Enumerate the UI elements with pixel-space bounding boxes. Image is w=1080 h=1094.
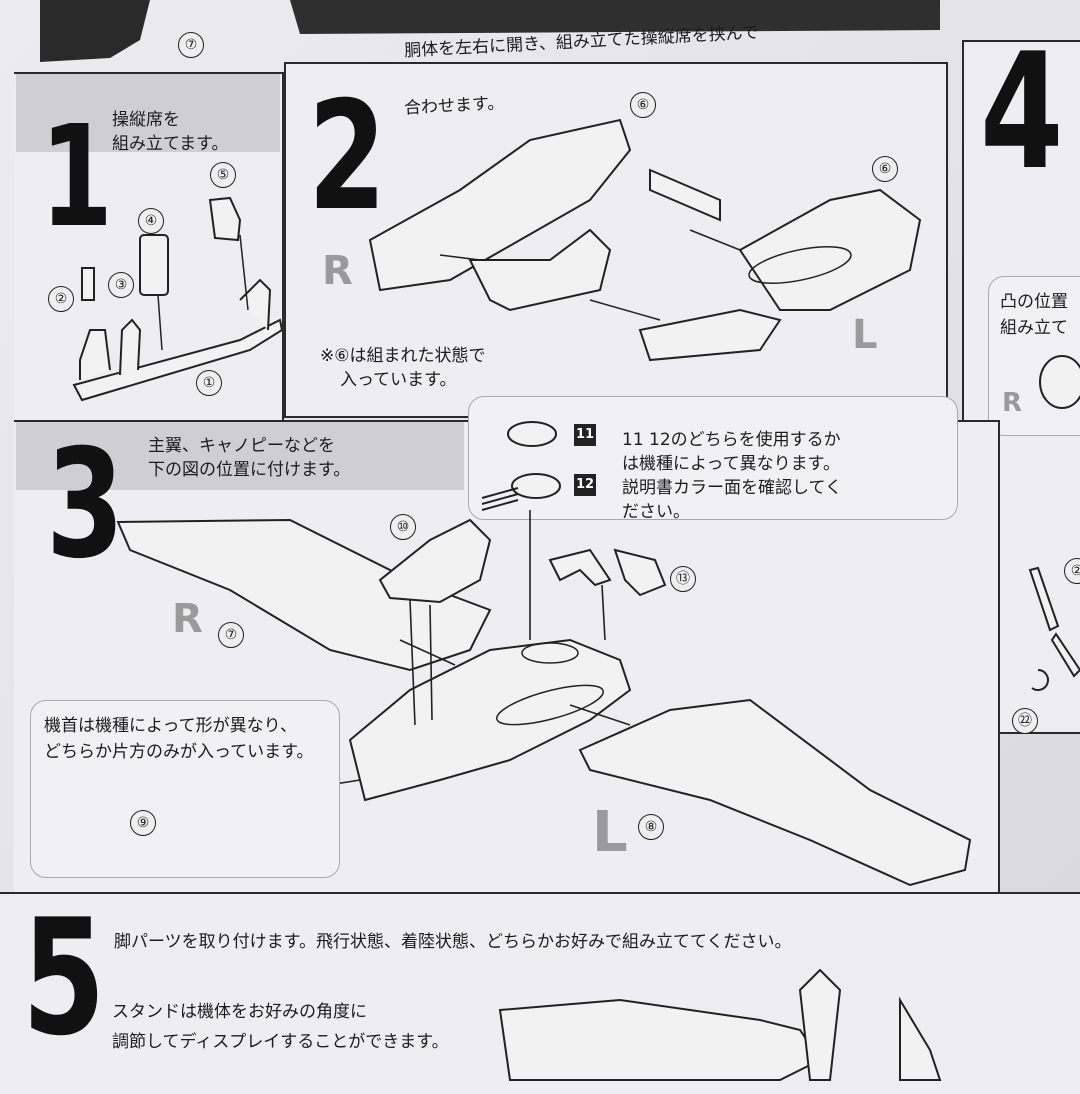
step-1-header-band — [16, 74, 280, 152]
step-2-fuselage-illustration — [368, 118, 922, 362]
step-4-side-r: R — [1002, 388, 1023, 418]
step-3-nose-note-box — [30, 700, 340, 878]
step-1-part-2: ② — [48, 286, 74, 312]
step-1-number: 1 — [40, 96, 114, 259]
step-2-side-r: R — [322, 248, 353, 294]
step-1-cockpit-illustration — [72, 196, 284, 402]
step-3-text-line-2: 下の図の位置に付けます。 — [148, 460, 351, 480]
step-4-part-illustration — [1039, 355, 1080, 409]
step-4-text-line-2: 組み立て — [1000, 318, 1068, 338]
step-1-part-5: ⑤ — [210, 162, 236, 188]
step-3-badge-12: 12 — [574, 474, 596, 496]
step-3-variant-note-line-2: は機種によって異なります。 — [622, 454, 840, 474]
step-2-part-6-right: ⑥ — [872, 156, 898, 182]
step-3-part-9: ⑨ — [130, 810, 156, 836]
step-5-stand-line-1: スタンドは機体をお好みの角度に — [112, 1002, 367, 1022]
step-3-part-11-illustration — [507, 421, 557, 447]
step-2-part-6-left: ⑥ — [630, 92, 656, 118]
step-4-text-line-1: 凸の位置 — [1000, 292, 1068, 312]
step-3-nose-note-line-1: 機首は機種によって形が異なり、 — [44, 716, 297, 736]
step-2-number: 2 — [308, 70, 387, 244]
step-5-stand-line-2: 調節してディスプレイすることができます。 — [112, 1032, 449, 1052]
step-3-number: 3 — [46, 418, 125, 592]
step-3-variant-note-line-1: 11 12のどちらを使用するか — [622, 430, 841, 450]
step-3-part-10: ⑩ — [390, 514, 416, 540]
step-3-part-7: ⑦ — [218, 622, 244, 648]
step-3-aircraft-illustration — [48, 510, 972, 887]
step-3-side-l: L — [592, 800, 628, 865]
step-3-part-12-illustration — [481, 473, 561, 511]
step-3-part-13: ⑬ — [670, 566, 696, 592]
top-strip: ⑦ — [0, 0, 960, 70]
step-1-text-line-1: 操縦席を — [112, 110, 180, 130]
step-3-variant-note-line-3: 説明書カラー面を確認してく — [622, 478, 842, 498]
step-1-part-3: ③ — [108, 272, 134, 298]
step-3-variant-note-line-4: ださい。 — [622, 502, 690, 522]
step-4-part-22: ㉒ — [1012, 708, 1038, 734]
step-5-text: 脚パーツを取り付けます。飛行状態、着陸状態、どちらかお好みで組み立ててください。 — [114, 932, 792, 952]
step-3-text-line-1: 主翼、キャノピーなどを — [148, 436, 335, 456]
step-2-side-l: L — [852, 312, 878, 358]
step-5-number: 5 — [22, 884, 106, 1071]
top-part-ref-7: ⑦ — [178, 32, 204, 58]
top-parts-illustration — [40, 0, 940, 62]
step-2-note-line-2: 入っています。 — [340, 370, 457, 390]
step-1-part-1: ① — [196, 370, 222, 396]
step-3-part-8: ⑧ — [638, 814, 664, 840]
step-2-note-line-1: ※⑥は組まれた状態で — [320, 346, 486, 366]
step-3-side-r: R — [172, 596, 203, 642]
step-5-aircraft-illustration — [498, 968, 942, 1081]
step-1-part-4: ④ — [138, 208, 164, 234]
step-1-text-line-2: 組み立てます。 — [112, 134, 229, 154]
step-4-propeller-illustration — [1028, 566, 1080, 691]
step-3-variant-note-box — [468, 396, 958, 520]
step-3-header-band — [16, 422, 464, 490]
step-3-badge-11: 11 — [574, 424, 596, 446]
step-4-number: 4 — [980, 18, 1064, 205]
step-3-nose-note-line-2: どちらか片方のみが入っています。 — [44, 742, 314, 762]
